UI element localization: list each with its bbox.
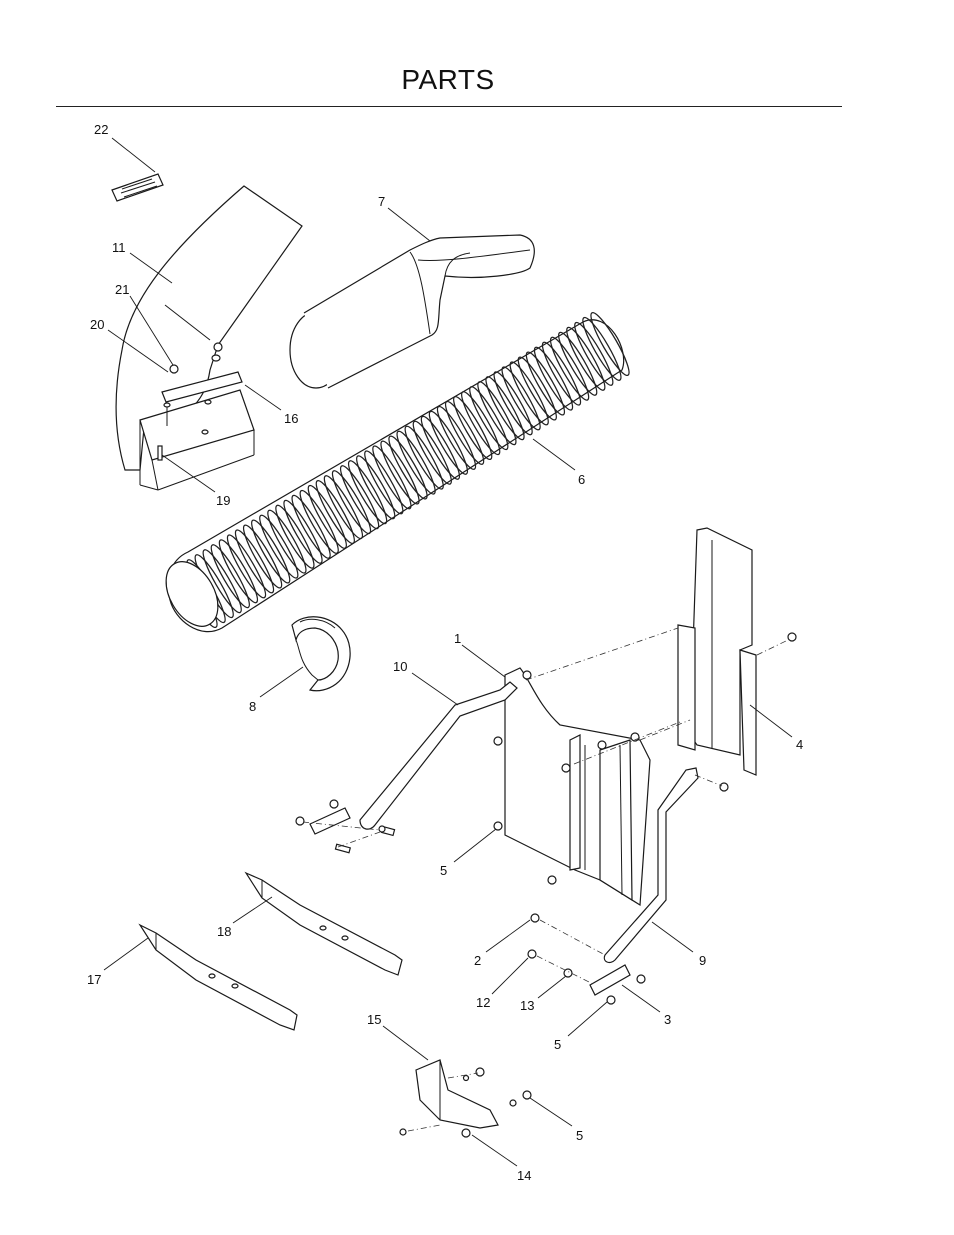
hose-rib bbox=[525, 351, 566, 416]
hose-rib bbox=[210, 544, 250, 609]
hose-rib bbox=[299, 489, 339, 554]
callout-13: 13 bbox=[520, 998, 534, 1013]
hose-rib bbox=[396, 430, 436, 495]
hose-rib bbox=[412, 420, 452, 485]
callout-14: 14 bbox=[517, 1168, 531, 1183]
decal-part-22 bbox=[111, 173, 164, 202]
callout-4: 4 bbox=[796, 737, 803, 752]
hose-rib bbox=[267, 509, 307, 574]
chute-tube-part-11 bbox=[115, 185, 303, 471]
hose-rib bbox=[283, 499, 323, 564]
clamp-part-8 bbox=[291, 616, 351, 692]
callout-16: 16 bbox=[284, 411, 298, 426]
callout-20: 20 bbox=[90, 317, 104, 332]
hose-rib bbox=[436, 405, 477, 470]
hose-rib bbox=[590, 311, 630, 377]
hose-rib bbox=[420, 415, 461, 480]
hose-rib bbox=[347, 460, 388, 525]
callout-10: 10 bbox=[393, 659, 407, 674]
hose-rib bbox=[549, 336, 590, 401]
hose-rib bbox=[566, 326, 606, 391]
callout-5c: 5 bbox=[576, 1128, 583, 1143]
skid-part-17 bbox=[138, 923, 298, 1031]
chute-hardware bbox=[157, 342, 223, 461]
page-title: PARTS bbox=[401, 64, 495, 95]
callout-15: 15 bbox=[367, 1012, 381, 1027]
hose-rib bbox=[251, 519, 291, 584]
hose-rib bbox=[428, 410, 469, 475]
callout-1: 1 bbox=[454, 631, 461, 646]
skid-part-18 bbox=[244, 871, 403, 976]
callout-9: 9 bbox=[699, 953, 706, 968]
hose-rib bbox=[501, 366, 541, 431]
hose-rib bbox=[331, 470, 372, 535]
hose-rib bbox=[582, 316, 622, 381]
plate-part-3 bbox=[309, 807, 631, 996]
callout-21: 21 bbox=[115, 282, 129, 297]
hose-rib bbox=[226, 534, 267, 599]
callout-8: 8 bbox=[249, 699, 256, 714]
hose-rib bbox=[533, 346, 574, 411]
adapter-part-7 bbox=[289, 234, 535, 389]
callout-3: 3 bbox=[664, 1012, 671, 1027]
callout-2: 2 bbox=[474, 953, 481, 968]
hose-rib bbox=[453, 395, 493, 461]
hose-rib bbox=[234, 529, 275, 594]
hose-rib bbox=[469, 386, 509, 451]
callout-12: 12 bbox=[476, 995, 490, 1010]
hose-rib bbox=[364, 450, 404, 515]
bracket-part-15 bbox=[415, 1059, 499, 1129]
title-rule bbox=[56, 106, 842, 107]
callout-22: 22 bbox=[94, 122, 108, 137]
callout-18: 18 bbox=[217, 924, 231, 939]
hose-rib bbox=[574, 321, 614, 386]
hose-rib bbox=[339, 465, 380, 530]
assembly-lines bbox=[302, 627, 789, 1132]
hose-rib bbox=[291, 494, 331, 559]
hose-rib bbox=[493, 371, 533, 436]
hose-rib bbox=[485, 376, 525, 441]
hose-rib bbox=[509, 361, 549, 426]
lower-arm-part-9 bbox=[603, 767, 699, 964]
callout-5b: 5 bbox=[554, 1037, 561, 1052]
hose-rib bbox=[380, 440, 420, 505]
callout-7: 7 bbox=[378, 194, 385, 209]
hose-rib bbox=[259, 514, 299, 579]
callout-leaders bbox=[103, 137, 793, 1167]
hose-rib bbox=[404, 425, 444, 490]
mounting-bracket-part-4 bbox=[677, 527, 757, 776]
hose-rib bbox=[461, 391, 501, 456]
hose-rib bbox=[242, 524, 283, 589]
callout-6: 6 bbox=[578, 472, 585, 487]
hose-rib bbox=[388, 435, 428, 500]
callout-5a: 5 bbox=[440, 863, 447, 878]
hardware-fasteners bbox=[295, 632, 797, 1138]
hose-rib bbox=[477, 381, 517, 446]
callout-labels: 22 7 11 21 20 16 6 19 1 10 8 4 5 18 17 2… bbox=[87, 122, 803, 1183]
hose-rib bbox=[323, 475, 364, 540]
callout-11: 11 bbox=[112, 240, 126, 255]
hose-rib bbox=[315, 479, 355, 545]
callout-17: 17 bbox=[87, 972, 101, 987]
hose-rib bbox=[558, 331, 598, 396]
hose-rib bbox=[372, 445, 412, 510]
hose-rib bbox=[517, 356, 557, 421]
hose-rib bbox=[444, 400, 485, 465]
hose-rib bbox=[202, 549, 242, 614]
hose-part-6 bbox=[165, 311, 630, 633]
callout-19: 19 bbox=[216, 493, 230, 508]
hose-rib bbox=[218, 539, 259, 604]
hose-rib bbox=[356, 455, 396, 520]
hose-rib bbox=[307, 484, 347, 549]
hose-rib bbox=[275, 504, 315, 569]
handle-arm-part-10 bbox=[359, 681, 518, 830]
mounting-plate-part-1 bbox=[504, 667, 651, 907]
hose-rib bbox=[541, 341, 582, 406]
